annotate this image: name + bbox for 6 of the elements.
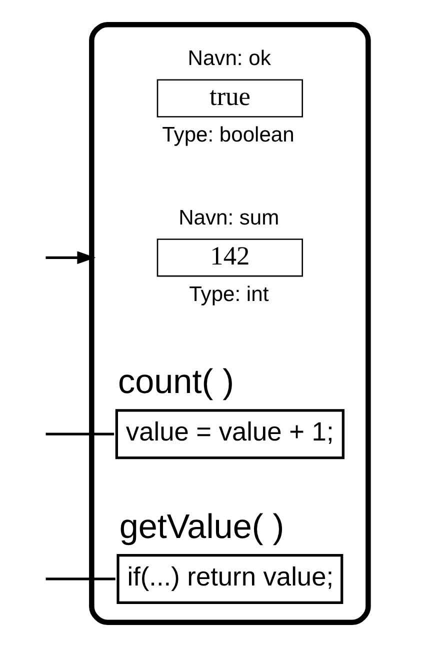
node-label: getValue( ) bbox=[119, 508, 284, 546]
node-label: count( ) bbox=[118, 363, 234, 402]
node-label: Type: boolean bbox=[162, 124, 294, 147]
node-label: Navn: ok bbox=[188, 47, 271, 70]
node-label: Navn: sum bbox=[178, 206, 280, 230]
node-label: Type: int bbox=[189, 282, 269, 306]
